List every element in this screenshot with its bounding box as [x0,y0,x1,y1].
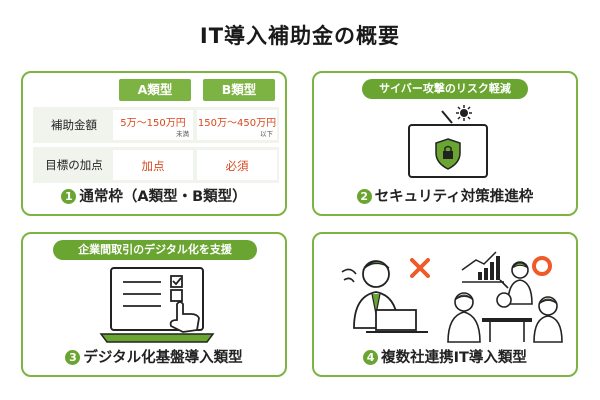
table-row: 目標の加点 加点 必須 [33,147,279,183]
cross-mark-icon [410,258,430,278]
cell-value: 加点 [141,159,165,173]
row-label: 補助金額 [51,118,97,132]
card-label-text: 複数社連携IT導入類型 [381,350,527,366]
row-label: 目標の加点 [45,158,103,172]
checkbox-check-icon [172,277,182,286]
spark-icon [460,109,468,117]
single-worker-illustration [341,258,430,333]
cell-value: 150万〜450万円 [197,118,277,129]
bar-chart-icon [478,256,500,280]
laptop-icon [375,309,417,331]
laptop-keyboard [99,333,215,343]
number-badge: 1 [61,189,77,204]
card-label-text: デジタル化基盤導入類型 [83,350,243,366]
column-header-b: B類型 [203,79,275,101]
team-collaboration-illustration [447,251,563,343]
laptop-lock-illustration [408,105,488,178]
table-cell: 加点 [113,150,193,180]
card-label-text: 通常枠（A類型・B類型） [79,189,247,205]
card-normal-frame: A類型 B類型 補助金額 5万〜150万円 未満 150万〜450万円 以下 目… [21,71,287,216]
cell-note: 未満 [176,130,189,138]
number-badge: 3 [65,350,81,365]
circle-mark-icon [532,256,552,276]
page-title: IT導入補助金の概要 [199,24,401,48]
table-row: 補助金額 5万〜150万円 未満 150万〜450万円 以下 [33,107,279,143]
number-badge: 4 [363,350,379,365]
card-label-text: セキュリティ対策推進枠 [374,189,534,205]
intrusion-line [441,110,453,124]
table-cell: 5万〜150万円 未満 [113,110,193,140]
number-badge: 2 [356,189,372,204]
table-cell: 150万〜450万円 以下 [197,110,277,140]
lock-icon [443,151,453,159]
hand-pointer-icon [169,301,200,333]
security-pill: サイバー攻撃のリスク軽減 [362,79,528,99]
digital-pill: 企業間取引のデジタル化を支援 [53,240,257,260]
cell-note: 以下 [260,130,273,138]
table-cell: 必須 [197,150,277,180]
laptop-checklist-illustration [99,267,215,343]
cell-value: 必須 [225,159,249,173]
cell-value: 5万〜150万円 [120,118,186,129]
column-header-a: A類型 [119,79,191,101]
